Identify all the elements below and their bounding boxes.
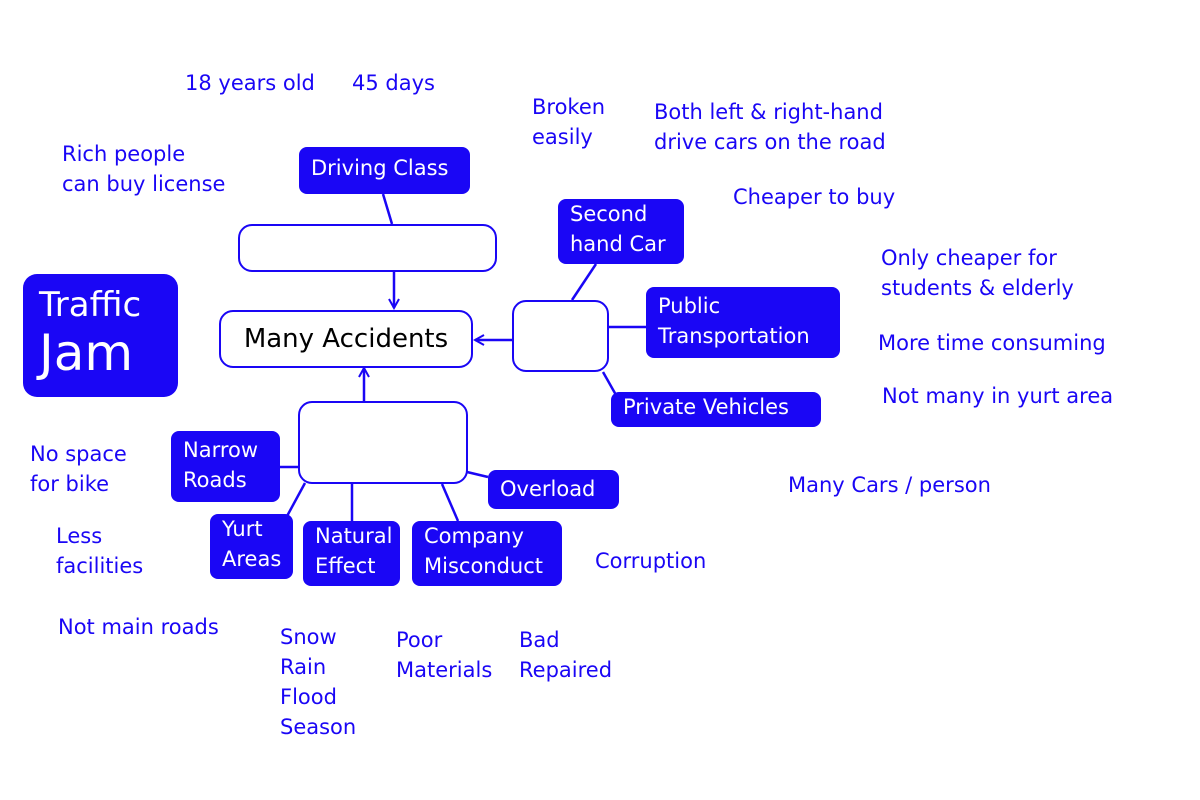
node-driving-class: Driving Class (299, 147, 470, 194)
note-only-cheaper: Only cheaper for students & elderly (881, 246, 1074, 300)
note-not-many-yurt: Not many in yurt area (882, 384, 1114, 408)
private-vehicles-connector (601, 371, 618, 396)
note-no-space-bike: No space for bike (30, 442, 127, 496)
note-rich-people: Rich people can buy license (62, 142, 226, 196)
note-days: 45 days (352, 71, 435, 95)
node-narrow-roads: Narrow Roads (171, 431, 280, 502)
note-weather: Snow Rain Flood Season (280, 625, 357, 739)
node-natural-effect: Natural Effect (303, 521, 400, 586)
title-traffic-jam: Traffic Jam (23, 274, 178, 397)
title-line-1: Traffic (39, 285, 142, 325)
note-age: 18 years old (185, 71, 315, 95)
driving-class-connector (381, 193, 394, 225)
note-many-cars: Many Cars / person (788, 473, 991, 497)
note-cheaper-to-buy: Cheaper to buy (733, 185, 896, 209)
note-both-hand-drive: Both left & right-hand drive cars on the… (654, 100, 886, 154)
node-overload: Overload (488, 470, 619, 509)
overload-connector (466, 470, 489, 479)
note-less-facilities: Less facilities (56, 524, 144, 578)
node-public-transportation: Public Transportation (646, 287, 840, 358)
title-line-2: Jam (39, 324, 134, 382)
yurt-areas-connector (284, 482, 307, 519)
second-hand-connector (570, 263, 598, 301)
note-bad-repaired: Bad Repaired (519, 628, 613, 682)
empty-node-bottom (298, 401, 468, 484)
node-private-vehicles: Private Vehicles (611, 392, 821, 427)
company-misconduct-connector (440, 483, 460, 522)
note-poor-materials: Poor Materials (396, 628, 493, 682)
note-time-consuming: More time consuming (878, 331, 1106, 355)
center-node-many-accidents: Many Accidents (219, 310, 473, 368)
empty-node-right (512, 300, 609, 372)
note-not-main-roads: Not main roads (58, 615, 219, 639)
node-second-hand-car: Second hand Car (558, 199, 684, 264)
note-broken-easily: Broken easily (532, 95, 606, 149)
node-company-misconduct: Company Misconduct (412, 521, 562, 586)
note-corruption: Corruption (595, 549, 707, 573)
node-yurt-areas: Yurt Areas (210, 514, 293, 579)
empty-node-top (238, 224, 497, 272)
